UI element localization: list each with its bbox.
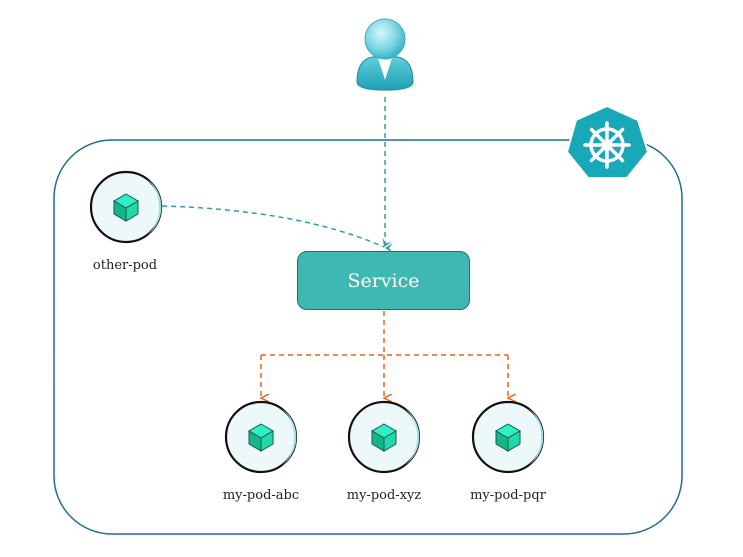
cluster-boundary xyxy=(53,139,683,535)
other-pod-to-service-connector xyxy=(161,205,392,248)
pod-node-xyz[interactable] xyxy=(347,400,421,474)
pod-label-pqr: my-pod-pqr xyxy=(470,488,546,503)
pod-label-xyz: my-pod-xyz xyxy=(346,488,422,503)
pod-cube-icon xyxy=(248,423,274,452)
pod-cube-icon xyxy=(113,193,139,222)
pod-cube-icon xyxy=(371,423,397,452)
other-pod-node[interactable] xyxy=(89,170,163,244)
other-pod-label: other-pod xyxy=(92,258,158,273)
kubernetes-logo-icon xyxy=(565,104,650,179)
pod-label-abc: my-pod-abc xyxy=(222,488,300,503)
service-to-pods-connector xyxy=(261,311,508,398)
service-node[interactable]: Service xyxy=(297,251,470,310)
pod-cube-icon xyxy=(495,423,521,452)
user-icon xyxy=(356,18,414,91)
pod-node-abc[interactable] xyxy=(224,400,298,474)
pod-node-pqr[interactable] xyxy=(471,400,545,474)
